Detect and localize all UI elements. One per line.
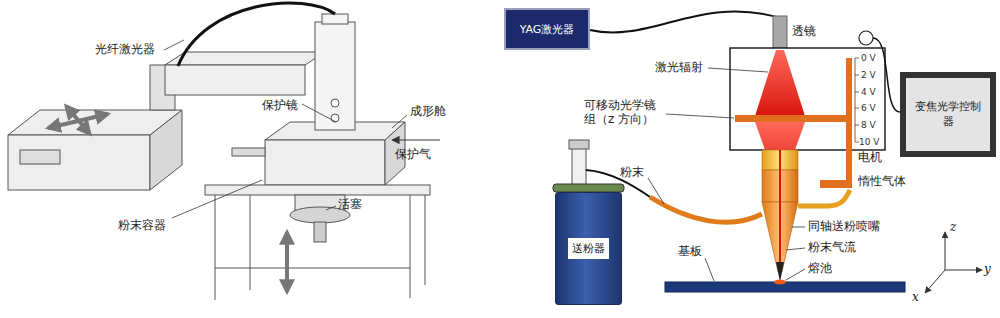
x-axis [925, 270, 945, 293]
table-leg [410, 195, 411, 298]
part-label: 成形舱 [410, 104, 446, 118]
leader-line [792, 227, 805, 228]
feeder-lid [553, 184, 624, 192]
head-port [331, 99, 339, 107]
y-axis [945, 270, 982, 271]
axes [925, 232, 982, 293]
head-cap [322, 14, 348, 24]
feeder-column [572, 148, 586, 186]
scale-tick [855, 108, 859, 109]
leader-line [172, 180, 262, 218]
head-port [331, 114, 339, 122]
piston-rod [314, 222, 326, 242]
scale-tick [855, 92, 859, 93]
voltage-mark: 0 V [861, 53, 876, 64]
movable-optics [735, 115, 850, 122]
leader-lines [648, 68, 805, 281]
table-leg [425, 195, 426, 285]
leader-line [392, 115, 407, 128]
part-label: 保护气 [395, 147, 431, 161]
pulley [859, 31, 873, 45]
scale-tick [855, 75, 859, 76]
laser-beam [755, 50, 805, 116]
voltage-mark: 10 V [859, 137, 879, 148]
axis-label: z [950, 220, 956, 234]
leader-line [164, 40, 184, 50]
lens [773, 16, 787, 48]
part-label: 活塞 [338, 197, 362, 211]
leader-line [786, 269, 805, 280]
laser-box: YAG激光器 [504, 8, 590, 50]
part-label: 惰性气体 [858, 174, 906, 188]
part-label: 光纤激光器 [95, 42, 155, 56]
melt-pool [774, 280, 786, 285]
leader-lines [164, 40, 407, 218]
axis-label: y [984, 262, 991, 276]
z-motion-arrow [285, 232, 289, 292]
part-label: 电机 [858, 150, 882, 164]
scale-tick [855, 142, 859, 143]
leader-line [786, 248, 805, 250]
table-leg [250, 195, 251, 290]
machine-drawing [8, 14, 430, 300]
box-label: 送粉器 [568, 238, 609, 259]
laser-cable [590, 11, 780, 32]
scale-tick [855, 125, 859, 126]
controller-box: 变焦光学控制器 [900, 72, 996, 157]
base-side [150, 110, 182, 190]
table-leg [215, 195, 216, 300]
voltage-mark: 8 V [861, 120, 876, 131]
scale-axis [855, 58, 856, 142]
powder-stream [776, 262, 784, 282]
z-axis [945, 232, 946, 270]
beam-front [165, 65, 305, 95]
box-label: YAG激光器 [516, 22, 579, 37]
leader-line [708, 68, 768, 72]
part-label: 熔池 [808, 261, 832, 275]
voltage-mark: 2 V [861, 70, 876, 81]
gas-outlet [232, 148, 265, 156]
fiber-cable [178, 3, 335, 66]
voltage-mark: 6 V [861, 103, 876, 114]
leader-line [326, 206, 336, 210]
leader-line [666, 114, 734, 118]
leader-line [705, 258, 714, 281]
feeder-box: 送粉器 [555, 192, 622, 305]
part-label: 粉末 [620, 165, 644, 179]
motor [820, 180, 852, 188]
gas-arrow [392, 139, 440, 140]
substrate [665, 282, 905, 292]
part-label: 透镜 [792, 24, 816, 38]
leader-line [302, 104, 336, 122]
leader-line [648, 178, 664, 204]
powder-tube [650, 197, 762, 222]
part-label: 保护镜 [262, 98, 298, 112]
controller-cable [873, 38, 900, 112]
base-front [8, 135, 150, 190]
gas-tube [798, 190, 850, 206]
chamber-front [265, 140, 385, 185]
voltage-mark: 4 V [861, 87, 876, 98]
voltage-scale [855, 58, 859, 142]
base-slot [20, 150, 60, 164]
table-bar [215, 268, 410, 269]
part-label: 粉末气流 [808, 240, 856, 254]
scale-tick [855, 58, 859, 59]
part-label: 同轴送粉喷嘴 [808, 219, 880, 233]
part-label: 粉末容器 [118, 218, 166, 232]
feeder-cap [569, 140, 589, 149]
optics-housing [730, 48, 885, 150]
beam-top [165, 52, 325, 65]
part-label: 基板 [678, 244, 702, 258]
box-label: 变焦光学控制器 [910, 100, 986, 129]
part-label: 可移动光学镜组（z 方向） [584, 98, 666, 127]
drive-bar [846, 58, 852, 188]
xy-motion-arrow [66, 106, 90, 134]
laser-beam [779, 150, 781, 270]
axis-label: x [912, 290, 919, 304]
part-label: 激光辐射 [655, 60, 703, 74]
